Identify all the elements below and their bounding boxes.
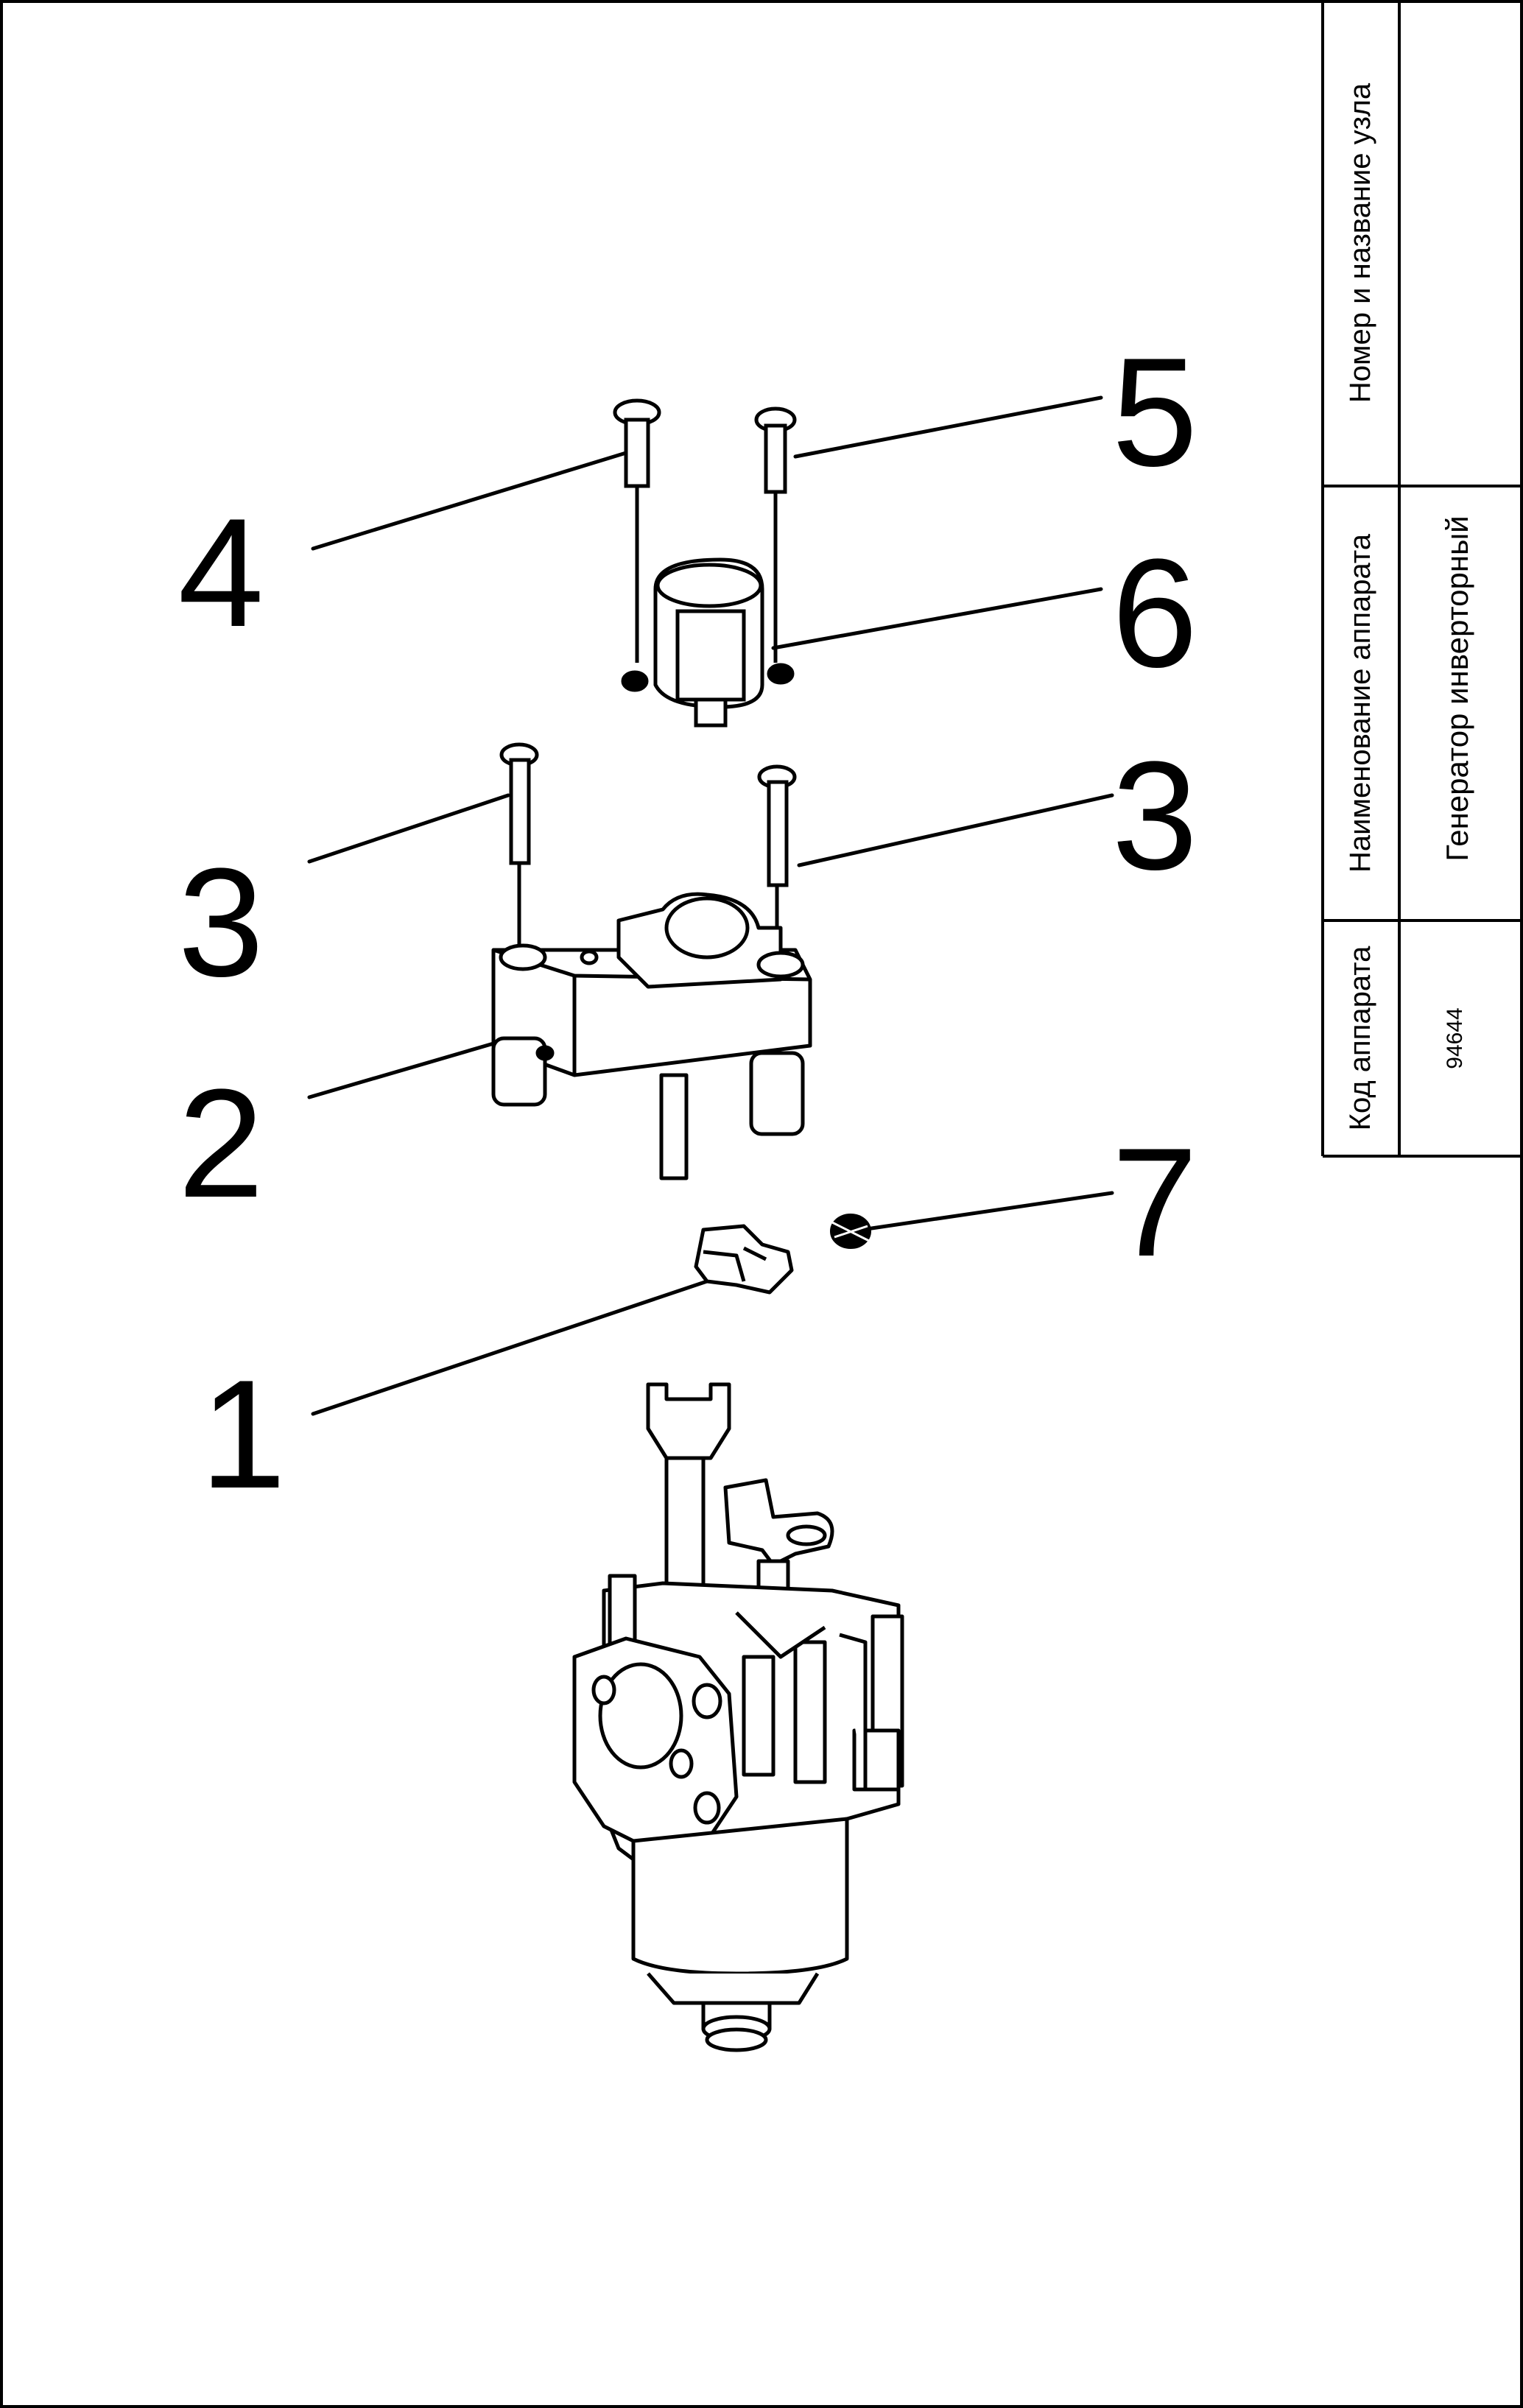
callout-3-right: 3 xyxy=(1112,729,1198,902)
part-5-screw xyxy=(754,406,797,663)
device-code-value: 94644 xyxy=(1443,1007,1467,1069)
callout-3-left: 3 xyxy=(178,836,264,1009)
part-4-screw xyxy=(613,398,661,663)
callout-1: 1 xyxy=(200,1348,286,1521)
callout-2: 2 xyxy=(178,1057,264,1230)
part-1-clip xyxy=(694,1224,794,1295)
device-code-header-label: Код аппарата xyxy=(1344,946,1376,1130)
part-3-screw-right xyxy=(757,764,797,928)
part-6-solenoid xyxy=(621,557,795,728)
callout-7: 7 xyxy=(1112,1116,1198,1289)
part-7-spring xyxy=(830,1214,871,1249)
callout-4: 4 xyxy=(178,486,264,659)
callout-5: 5 xyxy=(1112,325,1198,499)
leader-lines xyxy=(307,395,1114,1416)
part-2-bracket xyxy=(491,892,812,1180)
part-3-screw-left xyxy=(499,742,539,950)
node-header-label: Номер и название узла xyxy=(1344,82,1376,403)
title-block xyxy=(1321,1,1522,1158)
device-name-header-label: Наименование аппарата xyxy=(1344,533,1376,873)
device-name-value: Генератор инверторный xyxy=(1440,515,1474,861)
carburetor-body xyxy=(572,1382,904,2052)
callout-6: 6 xyxy=(1112,527,1198,700)
